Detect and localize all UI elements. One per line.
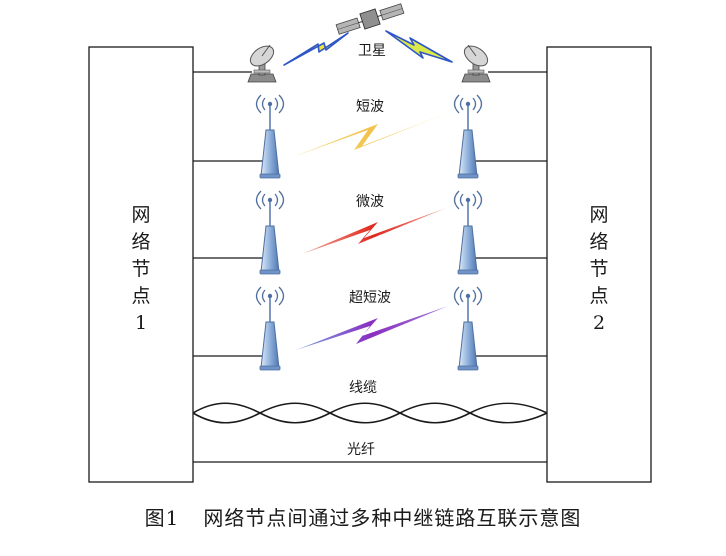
node-2-char: 节: [589, 258, 608, 280]
node-1-label: 网 络 节 点 1: [131, 204, 150, 334]
microwave-link: 微波: [193, 190, 547, 275]
figure-title: 网络节点间通过多种中继链路互联示意图: [203, 506, 582, 530]
antenna-icon: [255, 286, 285, 371]
shortwave-bolt: [290, 112, 450, 158]
node-2-label: 网 络 节 点 2: [589, 204, 608, 334]
satellite-bolt-right: [385, 30, 453, 63]
node-2-box: [546, 46, 652, 483]
satellite-link: 卫星: [193, 3, 547, 83]
node-1-char: 节: [131, 258, 150, 280]
microwave-label: 微波: [356, 194, 384, 210]
antenna-icon: [453, 190, 483, 275]
node-2-char: 网: [589, 204, 608, 226]
figure-caption: 图1 网络节点间通过多种中继链路互联示意图: [0, 502, 726, 531]
antenna-icon: [453, 94, 483, 179]
satellite-label: 卫星: [358, 43, 386, 59]
shortwave-link: 短波: [193, 94, 547, 179]
ultrashortwave-label: 超短波: [349, 290, 391, 306]
ultrashortwave-bolt: [296, 306, 448, 350]
ultrashortwave-link: 超短波: [193, 286, 547, 371]
node-2-char: 点: [589, 285, 608, 307]
node-1-char: 点: [131, 285, 150, 307]
cable-link: 线缆: [192, 380, 548, 424]
cable-label: 线缆: [349, 380, 377, 396]
cable-strand-2: [192, 402, 548, 424]
node-2-char: 络: [589, 231, 608, 253]
satellite-dish-left-icon: [246, 41, 278, 83]
antenna-icon: [255, 190, 285, 275]
node-1-char: 1: [135, 312, 147, 334]
cable-strand-1: [192, 402, 548, 424]
fiber-label: 光纤: [347, 442, 375, 458]
microwave-bolt: [302, 208, 446, 254]
node-1-char: 络: [131, 231, 150, 253]
node-1-box: [88, 46, 194, 483]
figure-number: 图1: [144, 506, 180, 530]
shortwave-label: 短波: [356, 99, 384, 115]
satellite-dish-right-icon: [460, 41, 492, 83]
node-1-char: 网: [131, 204, 150, 226]
antenna-icon: [255, 94, 285, 179]
antenna-icon: [453, 286, 483, 371]
satellite-icon: [335, 3, 405, 35]
satellite-bolt-left: [283, 32, 349, 66]
fiber-link: 光纤: [193, 442, 547, 463]
node-2-char: 2: [593, 312, 605, 334]
